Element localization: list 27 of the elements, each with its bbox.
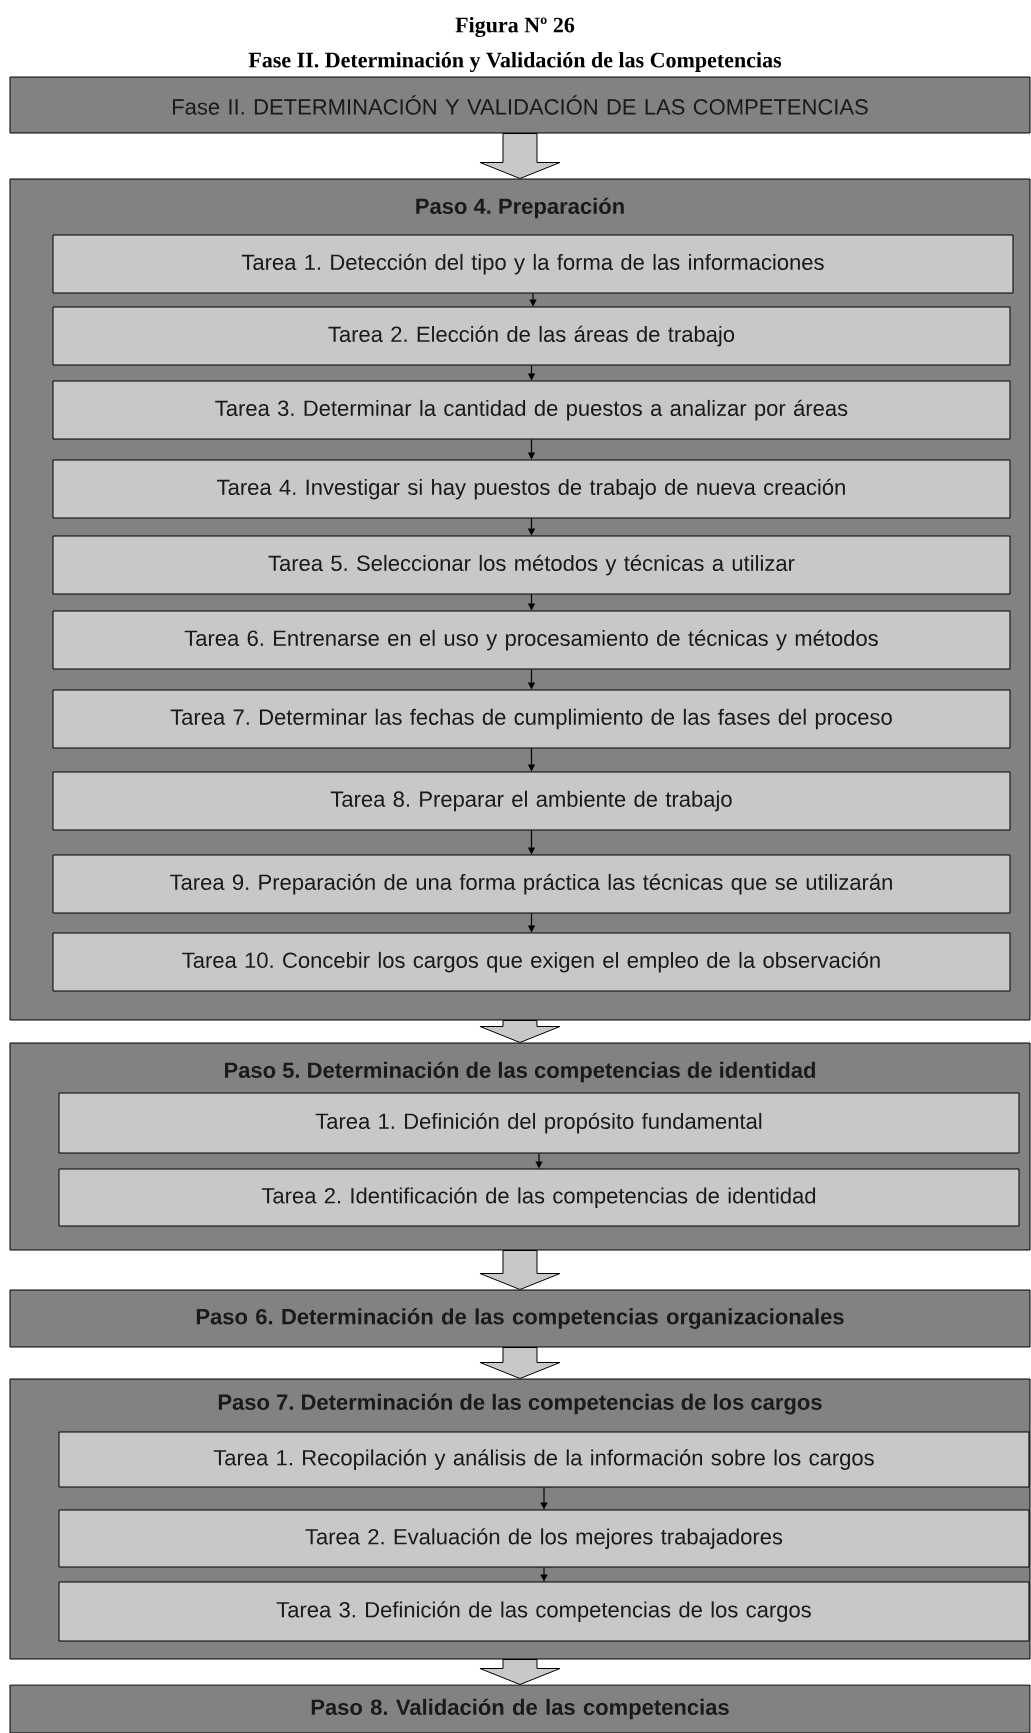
step-heading: Paso 7. Determinación de las competencias de los cargos — [218, 1393, 822, 1415]
task-box: Tarea 4. Investigar si hay puestos de trabajo de nueva creación — [52, 459, 1011, 519]
task-box: Tarea 1. Recopilación y análisis de la información sobre los cargos — [58, 1431, 1030, 1488]
block-arrow — [479, 133, 561, 179]
block-arrow — [479, 1659, 561, 1685]
task-box: Tarea 1. Detección del tipo y la forma de las informaciones — [52, 234, 1014, 294]
task-box: Tarea 3. Determinar la cantidad de puestos a analizar por áreas — [52, 380, 1011, 440]
task-box: Tarea 2. Identificación de las competencias de identidad — [58, 1168, 1020, 1227]
step-banner: Paso 6. Determinación de las competencias organizacionales — [9, 1289, 1031, 1348]
step-heading: Paso 5. Determinación de las competencias de identidad — [225, 1061, 815, 1083]
block-arrow — [479, 1347, 561, 1379]
task-box: Tarea 6. Entrenarse en el uso y procesamiento de técnicas y métodos — [52, 610, 1011, 670]
task-box: Tarea 7. Determinar las fechas de cumplimiento de las fases del proceso — [52, 689, 1011, 749]
task-box: Tarea 9. Preparación de una forma práctica las técnicas que se utilizarán — [52, 854, 1011, 914]
task-box: Tarea 3. Definición de las competencias de los cargos — [58, 1581, 1030, 1642]
task-box: Tarea 8. Preparar el ambiente de trabajo — [52, 771, 1011, 831]
step-banner: Fase II. DETERMINACIÓN Y VALIDACIÓN DE LAS COMPETENCIAS — [9, 76, 1031, 134]
figure-title: Figura Nº 26 — [455, 16, 575, 38]
task-box: Tarea 2. Evaluación de los mejores trabajadores — [58, 1509, 1030, 1568]
step-heading: Paso 4. Preparación — [416, 197, 624, 219]
block-arrow — [479, 1020, 561, 1043]
step-banner: Paso 8. Validación de las competencias — [9, 1684, 1031, 1733]
task-box: Tarea 2. Elección de las áreas de trabajo — [52, 306, 1011, 366]
task-box: Tarea 1. Definición del propósito fundamental — [58, 1092, 1020, 1154]
block-arrow — [479, 1250, 561, 1290]
task-box: Tarea 10. Concebir los cargos que exigen el empleo de la observación — [52, 932, 1011, 992]
task-box: Tarea 5. Seleccionar los métodos y técnicas a utilizar — [52, 535, 1011, 595]
